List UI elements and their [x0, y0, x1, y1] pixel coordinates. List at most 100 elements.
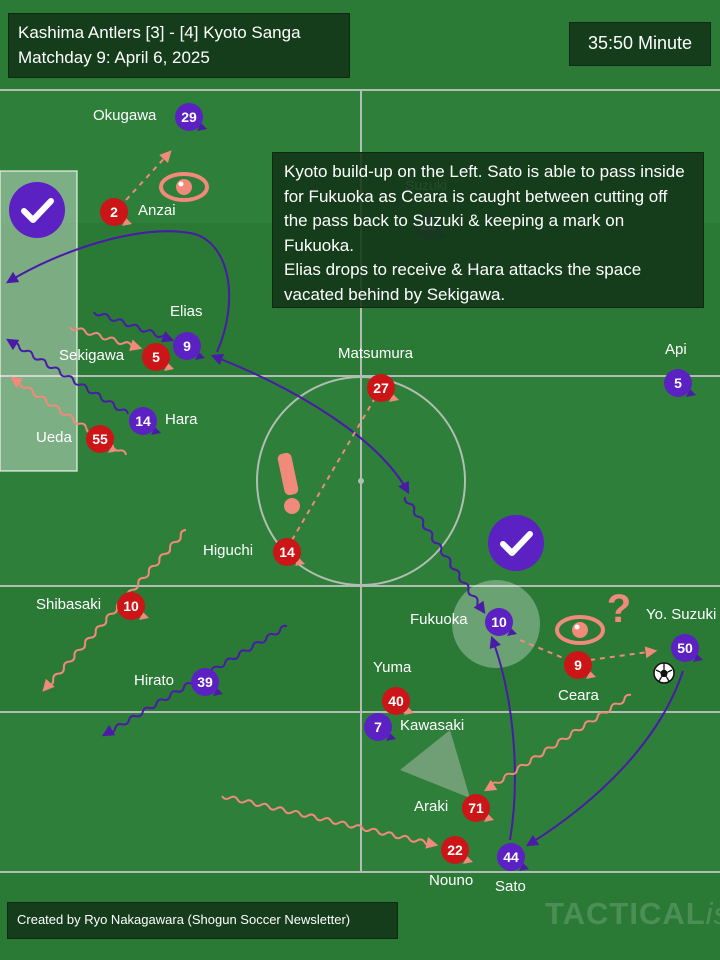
player-token-circle [100, 198, 128, 226]
player-name: Ceara [558, 687, 599, 704]
run-elias [93, 311, 175, 343]
player-token-circle [497, 843, 525, 871]
player-name: Api [665, 341, 687, 358]
player-token: 10 [117, 592, 149, 620]
kyoto-passes [5, 230, 684, 847]
player-name: Elias [170, 303, 203, 320]
player-number: 14 [135, 413, 151, 429]
run-shibasaki [42, 529, 187, 692]
player-token: 44 [497, 843, 529, 871]
press-ceara [589, 646, 658, 661]
player-number: 10 [123, 598, 139, 614]
player-name: Yo. Suzuki [646, 606, 717, 623]
caption-panel: Kyoto build-up on the Left. Sato is able… [272, 152, 704, 308]
caption-text: Kyoto build-up on the Left. Sato is able… [284, 160, 695, 307]
player-name: Hara [165, 411, 198, 428]
watermark-main: TACTICAL [545, 896, 706, 931]
player-number: 44 [503, 849, 519, 865]
match-clock: 35:50 Minute [569, 22, 711, 66]
player-number: 39 [197, 674, 213, 690]
player-token: 50 [671, 634, 703, 662]
run-araki [483, 693, 632, 792]
run-fukuoka [403, 496, 486, 614]
credit-bar: Created by Ryo Nakagawara (Shogun Soccer… [7, 902, 398, 939]
player-number: 27 [373, 380, 389, 396]
svg-text:?: ? [607, 587, 631, 631]
player-number: 40 [388, 693, 404, 709]
caption-line-1: Kyoto build-up on the Left. Sato is able… [284, 162, 685, 255]
player-name: Anzai [138, 202, 176, 219]
player-token-circle [191, 668, 219, 696]
player-name: Sato [495, 878, 526, 895]
player-number: 50 [677, 640, 693, 656]
press-ceara-in [519, 639, 569, 661]
player-number: 71 [468, 800, 484, 816]
watermark-suffix: ista [705, 896, 720, 931]
player-token: 7 [364, 713, 396, 741]
player-token-circle [129, 407, 157, 435]
player-token-circle [564, 651, 592, 679]
player-number: 10 [491, 614, 507, 630]
player-number: 5 [674, 375, 682, 391]
player-number: 22 [447, 842, 463, 858]
player-name: Fukuoka [410, 611, 468, 628]
player-token-circle [441, 836, 469, 864]
pass-long-to-elias [210, 353, 410, 495]
question-icon: ? [607, 587, 631, 631]
player-token-circle [671, 634, 699, 662]
player-name: Shibasaki [36, 596, 102, 613]
player-token: 9 [173, 332, 205, 360]
player-name: Hirato [134, 672, 175, 689]
checkmark-icon [9, 182, 65, 238]
press-anzai [125, 150, 172, 201]
player-token: 27 [367, 374, 399, 402]
pass-suzuki-to-sato [525, 670, 684, 847]
pass-sato-to-fukuoka [489, 635, 516, 841]
player-token-circle [382, 687, 410, 715]
player-number: 14 [279, 544, 295, 560]
player-number: 9 [574, 657, 582, 673]
matchday-label: Matchday 9: April 6, 2025 [18, 48, 210, 67]
kashima-dashed [125, 150, 658, 661]
player-token-circle [117, 592, 145, 620]
match-header: Kashima Antlers [3] - [4] Kyoto Sanga Ma… [8, 13, 350, 78]
run-hara [5, 338, 129, 415]
watermark-logo: TACTICALista [545, 896, 720, 932]
player-name: Higuchi [203, 542, 254, 559]
player-number: 2 [110, 204, 118, 220]
caption-line-2: Elias drops to receive & Hara attacks th… [284, 260, 642, 304]
clock-label: 35:50 Minute [587, 33, 693, 53]
player-token: 9 [564, 651, 596, 679]
player-token: 5 [142, 343, 174, 371]
player-token-circle [485, 608, 513, 636]
player-token: 40 [382, 687, 414, 715]
player-token: 71 [462, 794, 494, 822]
eye-icon [555, 615, 605, 645]
player-token-circle [664, 369, 692, 397]
eye-icon [159, 172, 209, 202]
player-token: 14 [129, 407, 161, 435]
exclamation-icon [277, 452, 300, 514]
player-name: Ueda [36, 429, 72, 446]
player-token: 29 [175, 103, 207, 131]
football-icon [653, 662, 675, 684]
player-token: 2 [100, 198, 132, 226]
player-token-circle [273, 538, 301, 566]
player-token: 5 [664, 369, 696, 397]
player-token-circle [175, 103, 203, 131]
credit-text: Created by Ryo Nakagawara (Shogun Soccer… [17, 912, 351, 927]
player-number: 7 [374, 719, 382, 735]
player-number: 55 [92, 431, 108, 447]
player-token: 39 [191, 668, 223, 696]
player-number: 29 [181, 109, 197, 125]
checkmark-icon [488, 515, 544, 571]
player-name: Okugawa [93, 107, 157, 124]
player-token-circle [142, 343, 170, 371]
match-title: Kashima Antlers [3] - [4] Kyoto Sanga [18, 23, 301, 42]
player-number: 5 [152, 349, 160, 365]
player-name: Araki [414, 798, 449, 815]
pass-elias-to-wing [5, 230, 231, 353]
player-name: Kawasaki [400, 717, 465, 734]
